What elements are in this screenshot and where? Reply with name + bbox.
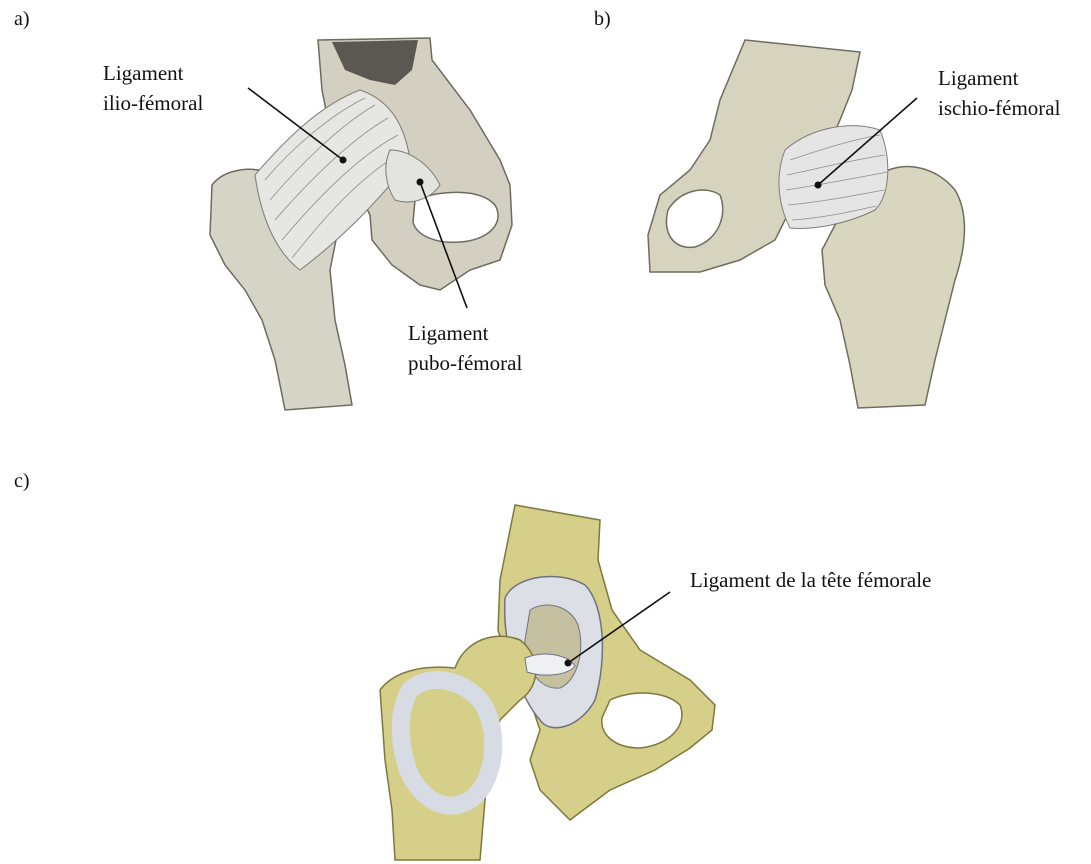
leader-dot-head	[565, 660, 572, 667]
label-femoral-head-ligament: Ligament de la tête fémorale	[690, 565, 931, 595]
leader-dot-pubo	[417, 179, 424, 186]
label-ilio-femoral-line1: Ligament	[103, 58, 203, 88]
label-pubo-femoral: Ligament pubo-fémoral	[408, 318, 522, 378]
label-ilio-femoral-line2: ilio-fémoral	[103, 88, 203, 118]
label-ilio-femoral: Ligament ilio-fémoral	[103, 58, 203, 118]
panel-b-illustration	[648, 40, 964, 408]
label-ischio-femoral-line1: Ligament	[938, 63, 1060, 93]
obturator-foramen-a	[413, 192, 498, 242]
label-pubo-femoral-line2: pubo-fémoral	[408, 348, 522, 378]
label-ischio-femoral: Ligament ischio-fémoral	[938, 63, 1060, 123]
leader-dot-ischio	[815, 182, 822, 189]
panel-c-illustration	[380, 505, 715, 860]
leader-dot-ilio	[340, 157, 347, 164]
label-femoral-head-line1: Ligament de la tête fémorale	[690, 565, 931, 595]
label-pubo-femoral-line1: Ligament	[408, 318, 522, 348]
label-ischio-femoral-line2: ischio-fémoral	[938, 93, 1060, 123]
